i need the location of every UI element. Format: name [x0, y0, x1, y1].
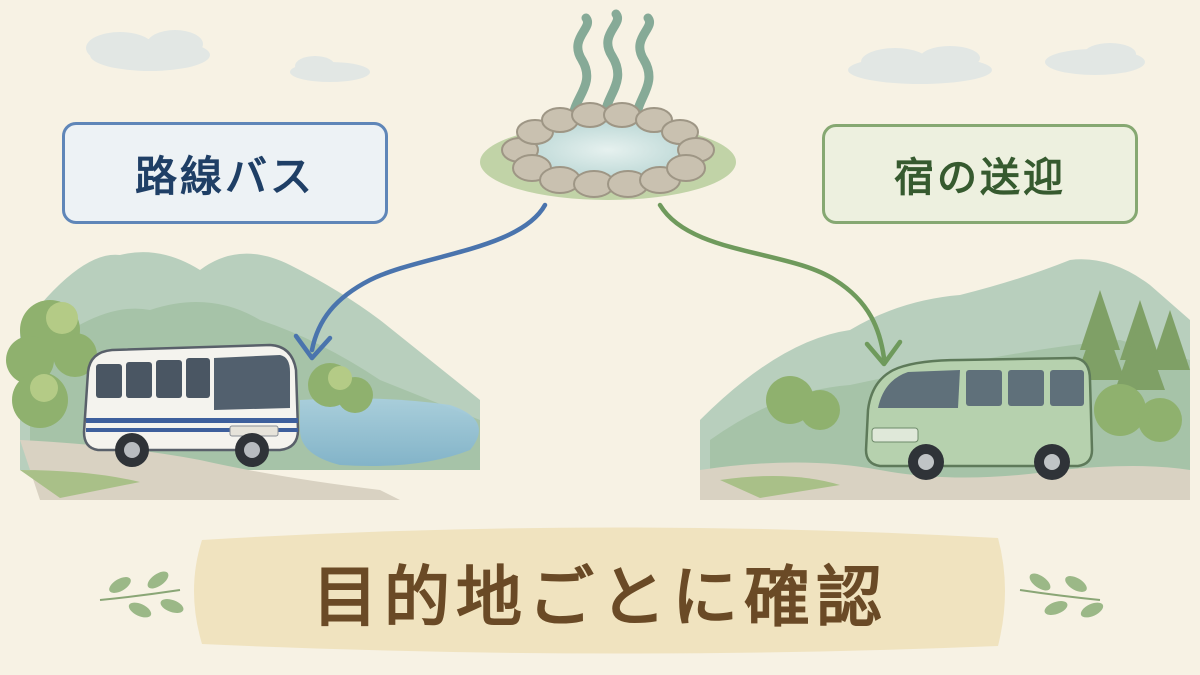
cloud-right — [848, 43, 1145, 84]
hot-spring-icon — [480, 9, 736, 200]
arrow-to-van — [657, 202, 903, 367]
leaf-sprig-icon — [99, 571, 1104, 618]
van-icon — [864, 356, 1094, 480]
banner-text: 目的地ごとに確認 — [312, 559, 888, 636]
inn-shuttle-label-text: 宿の送迎 — [894, 155, 1066, 201]
route-bus-label: 路線バス — [62, 122, 388, 224]
route-bus-label-text: 路線バス — [134, 151, 315, 201]
cloud-left — [86, 30, 370, 82]
bottom-banner: 目的地ごとに確認 — [188, 522, 1012, 662]
banner-background — [194, 527, 1005, 654]
bus-icon — [82, 343, 300, 467]
inn-shuttle-label: 宿の送迎 — [822, 124, 1138, 224]
arrow-to-bus — [293, 202, 548, 361]
